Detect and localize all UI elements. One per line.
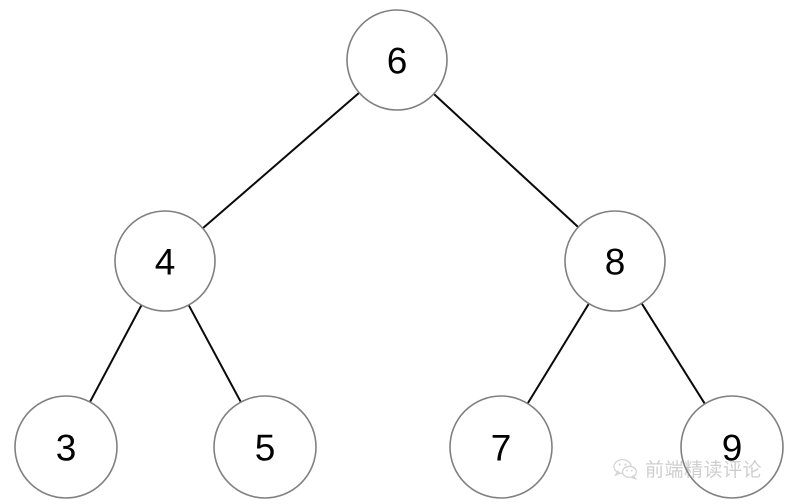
node-label: 9	[722, 428, 743, 469]
tree-edge	[433, 93, 579, 228]
node-label: 4	[155, 242, 176, 283]
tree-edge	[187, 304, 242, 403]
tree-node[interactable]: 4	[114, 210, 216, 312]
node-circle[interactable]	[680, 395, 784, 499]
tree-edge	[526, 303, 590, 405]
node-label: 8	[605, 242, 626, 283]
node-circle[interactable]	[114, 210, 216, 312]
tree-node[interactable]: 7	[449, 395, 553, 499]
tree-edge	[202, 91, 360, 230]
tree-node[interactable]: 6	[346, 9, 448, 111]
tree-node[interactable]: 5	[213, 395, 317, 499]
node-label: 6	[387, 41, 408, 82]
node-circle[interactable]	[213, 395, 317, 499]
node-circle[interactable]	[14, 395, 118, 499]
node-layer: 6 4 8 3 5 7 9	[14, 9, 784, 499]
node-label: 5	[255, 428, 276, 469]
node-label: 7	[491, 428, 512, 469]
tree-edge	[640, 302, 706, 405]
node-circle[interactable]	[564, 210, 666, 312]
tree-node[interactable]: 3	[14, 395, 118, 499]
node-circle[interactable]	[449, 395, 553, 499]
tree-edge	[89, 304, 143, 403]
edge-layer	[89, 91, 706, 405]
tree-node[interactable]: 8	[564, 210, 666, 312]
node-label: 3	[56, 428, 77, 469]
tree-node[interactable]: 9	[680, 395, 784, 499]
node-circle[interactable]	[346, 9, 448, 111]
